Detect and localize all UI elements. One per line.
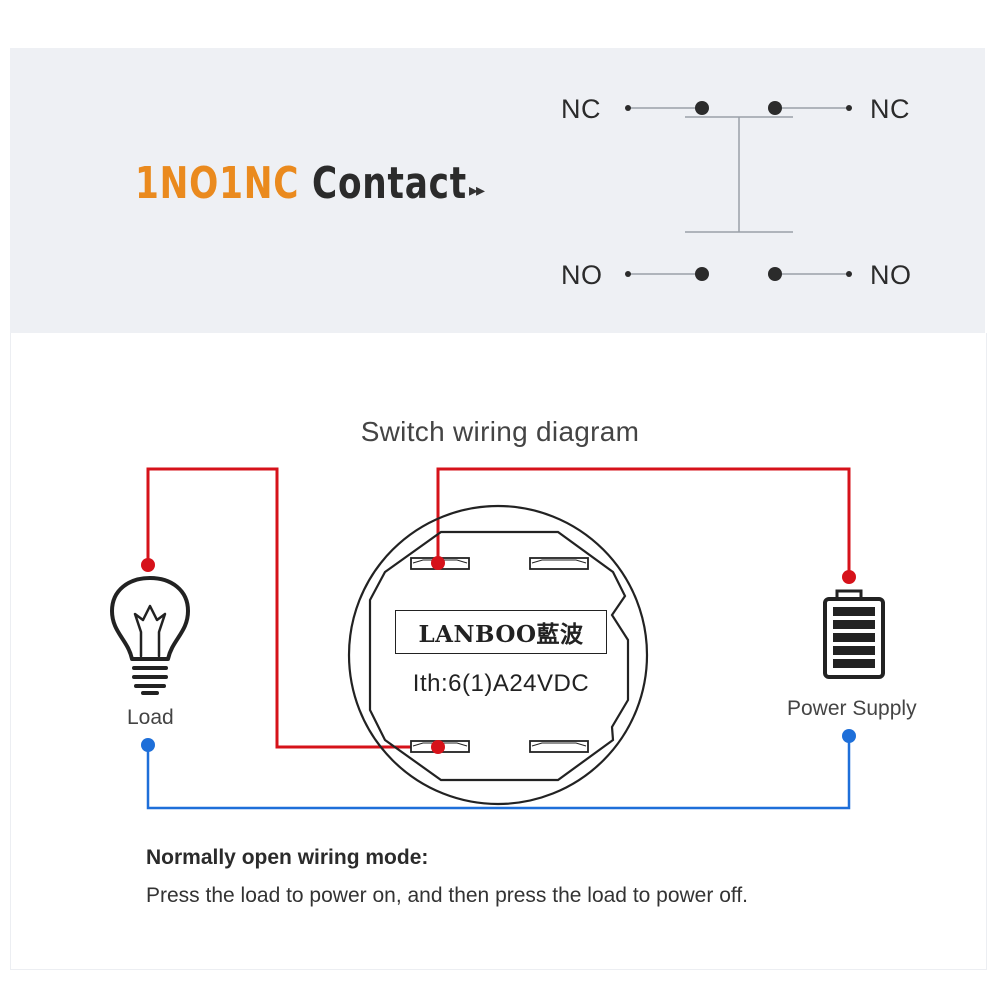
no-right-label: NO: [870, 260, 912, 290]
contact-type-text: Contact: [311, 158, 467, 209]
contact-schematic: [625, 101, 852, 281]
switch-terminal-top-node: [431, 556, 445, 570]
supply-positive-node: [842, 570, 856, 584]
load-label: Load: [127, 706, 174, 729]
terminal-bottom-right: [529, 740, 589, 753]
nc-right-terminal: [846, 105, 852, 111]
nc-left-terminal: [625, 105, 631, 111]
double-arrow-icon: ▸▸: [469, 180, 485, 200]
wiring-mode-title: Normally open wiring mode:: [146, 846, 429, 869]
contact-type-heading: 1NO1NC Contact: [135, 158, 467, 222]
load-positive-node: [141, 558, 155, 572]
switch-body: [347, 504, 649, 806]
load-positive-wire: [146, 467, 438, 749]
switch-terminal-bottom-node: [431, 740, 445, 754]
no-left-label: NO: [561, 260, 603, 290]
load-negative-node: [141, 738, 155, 752]
contact-panel: [10, 48, 985, 333]
supply-negative-node: [842, 729, 856, 743]
terminal-top-right: [529, 557, 589, 570]
no-right-terminal: [846, 271, 852, 277]
wiring-diagram-title: Switch wiring diagram: [360, 416, 640, 447]
battery-icon: [823, 589, 885, 679]
light-bulb-icon: [110, 576, 190, 695]
switch-inner-housing: [368, 530, 630, 782]
nc-right-contact: [768, 101, 782, 115]
nc-left-contact: [695, 101, 709, 115]
supply-positive-wire: [436, 467, 851, 577]
negative-return-wire: [146, 736, 851, 810]
switch-rating: Ith:6(1)A24VDC: [412, 670, 590, 697]
nc-left-label: NC: [561, 94, 601, 124]
wiring-mode-description: Press the load to power on, and then pre…: [146, 884, 748, 907]
no-right-contact: [768, 267, 782, 281]
switch-brand-plate: LANBOO藍波: [395, 610, 607, 654]
no-left-terminal: [625, 271, 631, 277]
power-supply-label: Power Supply: [787, 697, 917, 720]
switch-outer-ring: [347, 504, 649, 806]
nc-right-label: NC: [870, 94, 910, 124]
no-left-contact: [695, 267, 709, 281]
contact-type-accent: 1NO1NC: [135, 158, 300, 209]
